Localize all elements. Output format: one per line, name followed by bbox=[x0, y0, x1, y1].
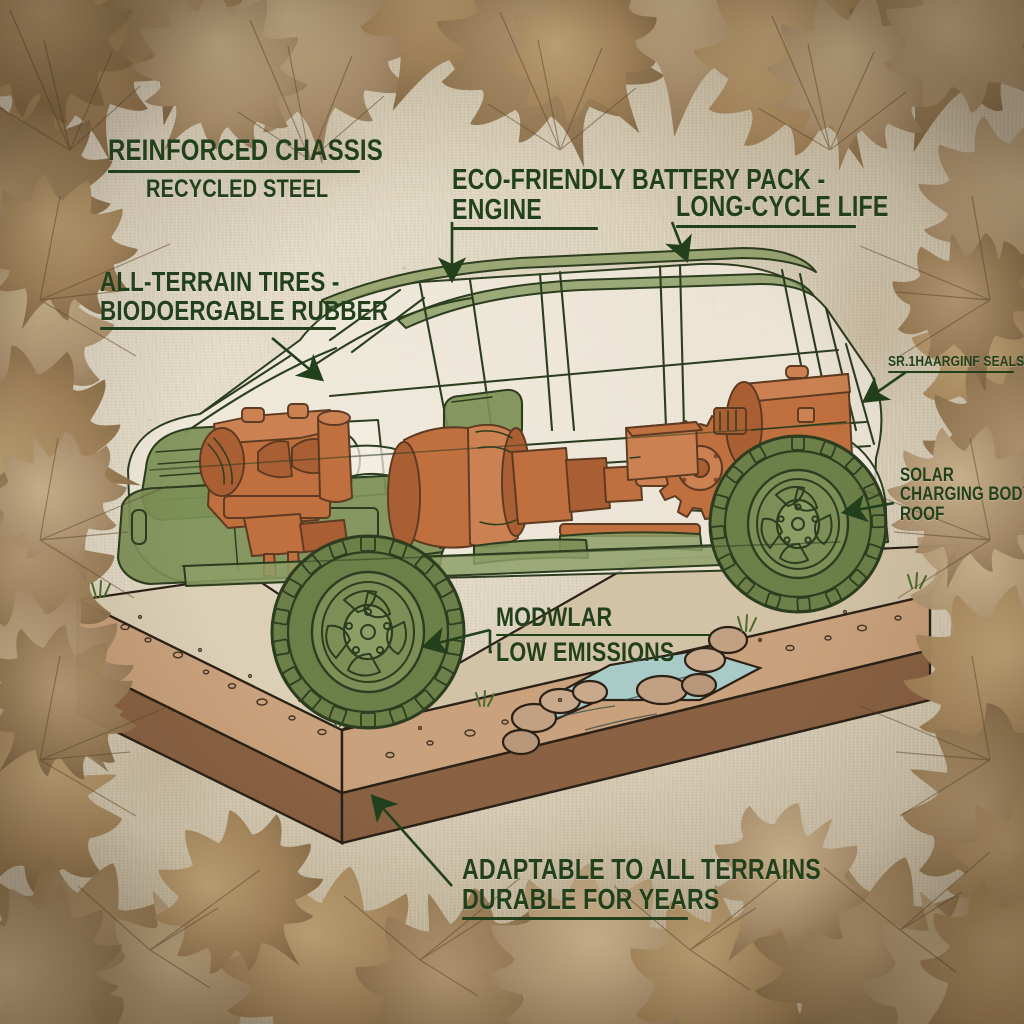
vehicle-group bbox=[116, 247, 890, 730]
cutaway-ghost-lines bbox=[149, 421, 867, 567]
callout-modular-low-emissions[interactable]: MODWLAR LOW EMISSIONS bbox=[496, 602, 796, 668]
callout-line: MODWLAR bbox=[496, 602, 613, 632]
callout-long-cycle-life[interactable]: LONG-CYCLE LIFE bbox=[676, 191, 976, 228]
leader-all-terrain bbox=[271, 337, 324, 382]
leader-adaptable bbox=[370, 794, 453, 887]
rear-wheel bbox=[708, 434, 888, 614]
leader-solar-roof bbox=[840, 494, 895, 523]
callout-weatherproof-seals[interactable]: SR.1HAARGINF SEALS bbox=[888, 353, 1024, 374]
callout-rule bbox=[676, 224, 856, 228]
soil-pebbles bbox=[120, 609, 902, 759]
callout-rule bbox=[888, 371, 1014, 374]
callout-line: LONG-CYCLE LIFE bbox=[676, 191, 889, 223]
leader-modular bbox=[420, 627, 491, 655]
transmission-driveline bbox=[387, 423, 707, 566]
callout-adaptable-durable[interactable]: ADAPTABLE TO ALL TERRAINS DURABLE FOR YE… bbox=[462, 854, 862, 920]
engine-block bbox=[199, 403, 353, 577]
callout-line: ENGINE bbox=[452, 193, 542, 226]
callout-line: ALL-TERRAIN TIRES - bbox=[100, 266, 340, 297]
callout-line: RECYCLED STEEL bbox=[146, 174, 329, 203]
leader-modular-elbow bbox=[488, 630, 492, 654]
callout-rule bbox=[108, 169, 360, 173]
callout-line: ROOF bbox=[900, 503, 945, 525]
callout-eco-battery-engine[interactable]: ECO-FRIENDLY BATTERY PACK - ENGINE bbox=[452, 164, 882, 231]
callout-line: BIODOERGABLE RUBBER bbox=[100, 294, 389, 326]
boulders bbox=[501, 625, 749, 756]
front-wheel bbox=[270, 534, 466, 730]
callout-line: ADAPTABLE TO ALL TERRAINS bbox=[462, 854, 821, 886]
callout-line: REINFORCED CHASSIS bbox=[108, 134, 383, 167]
callout-line: LOW EMISSIONS bbox=[496, 637, 675, 668]
roof-rails bbox=[321, 247, 817, 329]
callout-reinforced-chassis[interactable]: REINFORCED CHASSIS RECYCLED STEEL bbox=[108, 134, 438, 203]
leader-long-cycle bbox=[665, 221, 692, 263]
callout-rule bbox=[462, 917, 688, 920]
callout-line: SOLAR bbox=[900, 465, 954, 486]
callout-solar-charging-roof[interactable]: SOLAR CHARGING BODY ROOF bbox=[900, 465, 1024, 525]
callout-line: DURABLE FOR YEARS bbox=[462, 883, 720, 916]
leader-weatherproof bbox=[861, 370, 907, 403]
callout-all-terrain-tires[interactable]: ALL-TERRAIN TIRES - BIODOERGABLE RUBBER bbox=[100, 266, 420, 330]
leaf-veins bbox=[0, 9, 991, 997]
callout-rule bbox=[496, 633, 712, 637]
callout-line: CHARGING BODY bbox=[900, 484, 1024, 506]
callout-rule bbox=[100, 327, 336, 330]
callout-rule bbox=[452, 227, 598, 231]
callout-line: SR.1HAARGINF SEALS bbox=[888, 353, 1024, 370]
callout-line: ECO-FRIENDLY BATTERY PACK - bbox=[452, 164, 826, 196]
